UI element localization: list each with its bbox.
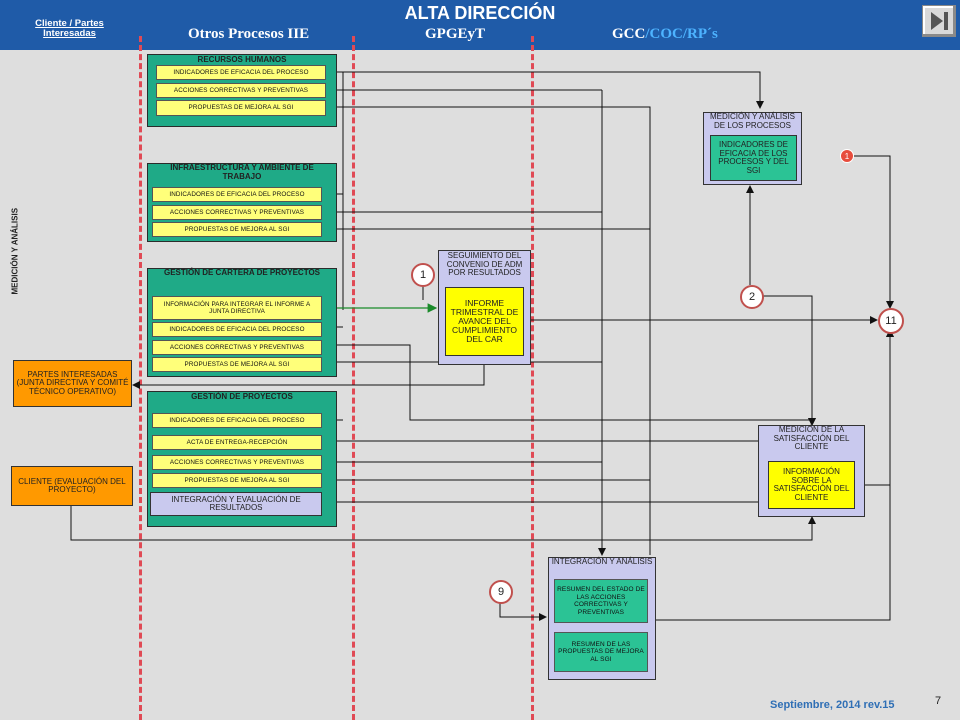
customer-satisfaction-box: MEDICIÓN DE LA SATISFACCIÓN DEL CLIENTE … — [758, 425, 865, 517]
connector-1: 1 — [411, 263, 435, 287]
portfolio-item-report-info: INFORMACIÓN PARA INTEGRAR EL INFORME A J… — [152, 296, 322, 320]
agreement-tracking-title: SEGUIMIENTO DEL CONVENIO DE ADM POR RESU… — [446, 251, 523, 277]
connector-red-1: 1 — [840, 149, 854, 163]
hr-item-efficacy: INDICADORES DE EFICACIA DEL PROCESO — [156, 65, 326, 80]
projects-item-acta: ACTA DE ENTREGA-RECEPCIÓN — [152, 435, 322, 450]
portfolio-item-proposals: PROPUESTAS DE MEJORA AL SGI — [152, 357, 322, 372]
portfolio-item-actions: ACCIONES CORRECTIVAS Y PREVENTIVAS — [152, 340, 322, 355]
next-slide-button[interactable] — [922, 5, 956, 37]
lane-divider-3 — [531, 36, 534, 720]
customer-satisfaction-title: MEDICIÓN DE LA SATISFACCIÓN DEL CLIENTE — [773, 425, 850, 451]
infrastructure-item-efficacy: INDICADORES DE EFICACIA DEL PROCESO — [152, 187, 322, 202]
lane-stakeholders-label: Cliente / Partes Interesadas — [35, 18, 104, 39]
hr-process-box: RECURSOS HUMANOS INDICADORES DE EFICACIA… — [147, 54, 337, 127]
lane-gpgeyt-label: GPGEyT — [425, 26, 486, 42]
portfolio-process-box: GESTIÓN DE CARTERA DE PROYECTOS INFORMAC… — [147, 268, 337, 377]
hr-item-actions: ACCIONES CORRECTIVAS Y PREVENTIVAS — [156, 83, 326, 98]
lane-other-processes-label: Otros Procesos IIE — [188, 26, 310, 42]
lane-gcc-label: GCC/COC/RP´s — [612, 26, 718, 43]
lane-gcc-text: GCC — [612, 26, 646, 42]
projects-item-actions: ACCIONES CORRECTIVAS Y PREVENTIVAS — [152, 455, 322, 470]
connector-2: 2 — [740, 285, 764, 309]
integration-analysis-title: INTEGRACIÓN Y ANÁLISIS — [551, 557, 653, 566]
footer-date: Septiembre, 2014 rev.15 — [770, 699, 895, 711]
quarterly-report-box: INFORME TRIMESTRAL DE AVANCE DEL CUMPLIM… — [445, 287, 524, 356]
infrastructure-title: INFRAESTRUCTURA Y AMBIENTE DE TRABAJO — [170, 163, 314, 181]
infrastructure-item-proposals: PROPUESTAS DE MEJORA AL SGI — [152, 222, 322, 237]
infrastructure-process-box: INFRAESTRUCTURA Y AMBIENTE DE TRABAJO IN… — [147, 163, 337, 242]
lane-coc-rp-text: /COC/RP´s — [645, 26, 718, 42]
page-number: 7 — [935, 695, 942, 707]
connector-11: 11 — [878, 308, 904, 334]
hr-title: RECURSOS HUMANOS — [197, 55, 287, 64]
integration-analysis-box: INTEGRACIÓN Y ANÁLISIS RESUMEN DEL ESTAD… — [548, 557, 656, 680]
projects-item-proposals: PROPUESTAS DE MEJORA AL SGI — [152, 473, 322, 488]
actions-summary-box: RESUMEN DEL ESTADO DE LAS ACCIONES CORRE… — [554, 579, 648, 623]
portfolio-item-efficacy: INDICADORES DE EFICACIA DEL PROCESO — [152, 322, 322, 337]
lane-divider-1 — [139, 36, 142, 720]
projects-process-box: GESTIÓN DE PROYECTOS INDICADORES DE EFIC… — [147, 391, 337, 527]
page-title: ALTA DIRECCIÓN — [404, 3, 556, 23]
projects-title: GESTIÓN DE PROYECTOS — [191, 392, 293, 401]
play-forward-icon — [931, 12, 948, 30]
portfolio-title: GESTIÓN DE CARTERA DE PROYECTOS — [163, 268, 321, 277]
process-indicators-box: INDICADORES DE EFICACIA DE LOS PROCESOS … — [710, 135, 797, 181]
satisfaction-info-box: INFORMACIÓN SOBRE LA SATISFACCIÓN DEL CL… — [768, 461, 855, 509]
projects-integration-box: INTEGRACIÓN Y EVALUACIÓN DE RESULTADOS — [150, 492, 322, 516]
lane-divider-2 — [352, 36, 355, 720]
projects-item-efficacy: INDICADORES DE EFICACIA DEL PROCESO — [152, 413, 322, 428]
hr-item-proposals: PROPUESTAS DE MEJORA AL SGI — [156, 100, 326, 116]
agreement-tracking-box: SEGUIMIENTO DEL CONVENIO DE ADM POR RESU… — [438, 250, 531, 365]
infrastructure-item-actions: ACCIONES CORRECTIVAS Y PREVENTIVAS — [152, 205, 322, 220]
process-measurement-box: MEDICIÓN Y ANÁLISIS DE LOS PROCESOS INDI… — [703, 112, 802, 185]
stakeholders-box: PARTES INTERESADAS (JUNTA DIRECTIVA Y CO… — [13, 360, 132, 407]
connector-9: 9 — [489, 580, 513, 604]
process-measurement-title: MEDICIÓN Y ANÁLISIS DE LOS PROCESOS — [709, 112, 796, 130]
proposals-summary-box: RESUMEN DE LAS PROPUESTAS DE MEJORA AL S… — [554, 632, 648, 672]
client-box: CLIENTE (EVALUACIÓN DEL PROYECTO) — [11, 466, 133, 506]
header-bar: ALTA DIRECCIÓN Cliente / Partes Interesa… — [0, 0, 960, 50]
